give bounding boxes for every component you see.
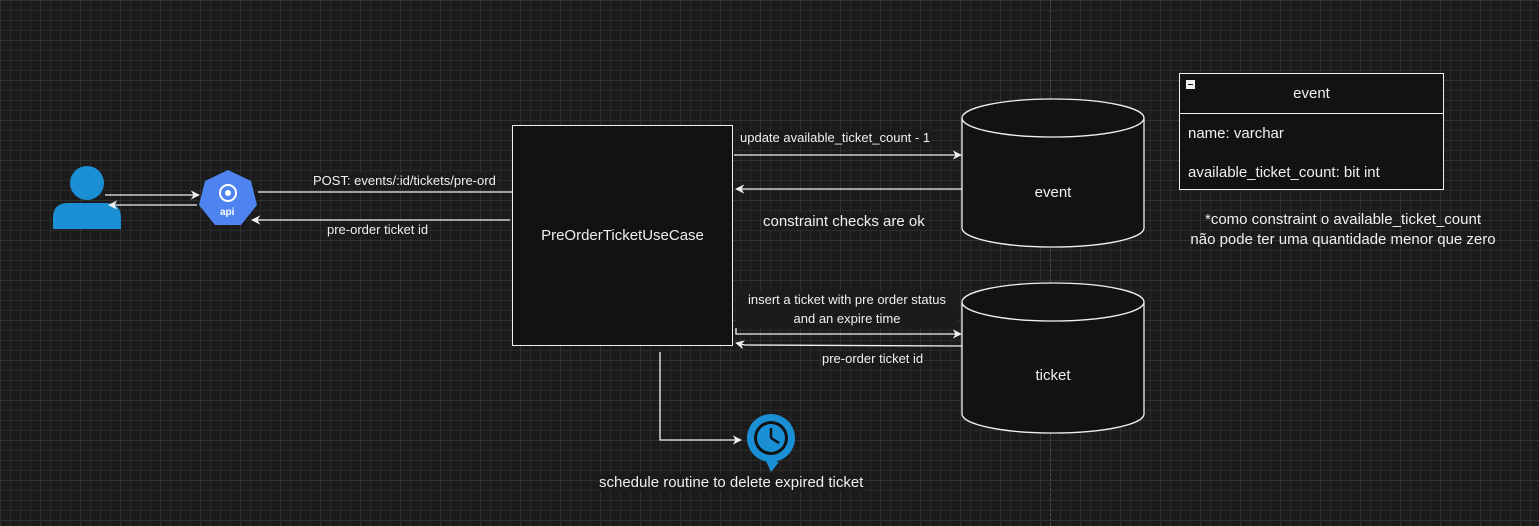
constraint-ok-label: constraint checks are ok (762, 213, 926, 230)
constraint-note: *como constraint o available_ticket_coun… (1168, 210, 1518, 250)
event-table-title: event (1293, 85, 1330, 102)
schedule-routine-label: schedule routine to delete expired ticke… (598, 474, 865, 491)
kubernetes-api-icon[interactable] (199, 170, 257, 225)
pre-order-response-label: pre-order ticket id (326, 222, 430, 237)
clock-icon[interactable] (747, 414, 795, 472)
ticket-database[interactable] (961, 282, 1145, 434)
insert-ticket-label-line1: insert a ticket with pre order status (748, 292, 946, 307)
ticket-database-label: ticket (1035, 367, 1071, 384)
event-table-field: available_ticket_count: bit int (1180, 153, 1443, 192)
constraint-note-line2: não pode ter uma quantidade menor que ze… (1190, 231, 1496, 248)
insert-ticket-label: insert a ticket with pre order status an… (736, 290, 958, 328)
event-table-field: name: varchar (1180, 114, 1443, 153)
post-request-label: POST: events/:id/tickets/pre-ord (312, 173, 497, 188)
event-database[interactable] (961, 98, 1145, 248)
insert-ticket-arrow (735, 328, 962, 339)
constraint-note-line1: *como constraint o available_ticket_coun… (1205, 211, 1481, 228)
field-available-ticket-count: available_ticket_count: bit int (1188, 164, 1380, 181)
event-database-label: event (1034, 184, 1072, 201)
event-table-header: event (1180, 74, 1443, 114)
page-guide-line (1050, 0, 1051, 526)
use-case-label: PreOrderTicketUseCase (541, 227, 704, 244)
api-icon-label: api (220, 207, 235, 218)
collapse-icon[interactable] (1186, 80, 1195, 89)
insert-ticket-label-line2: and an expire time (793, 311, 901, 326)
ticket-id-return-arrow (735, 340, 963, 350)
use-case-box[interactable]: PreOrderTicketUseCase (512, 125, 733, 346)
schedule-arrow (659, 352, 742, 445)
event-table-entity[interactable]: event name: varchar available_ticket_cou… (1179, 73, 1444, 190)
ticket-id-return-label: pre-order ticket id (821, 351, 925, 366)
user-icon[interactable] (53, 166, 121, 229)
field-name: name: varchar (1188, 125, 1284, 142)
update-count-label: update available_ticket_count - 1 (739, 130, 932, 145)
